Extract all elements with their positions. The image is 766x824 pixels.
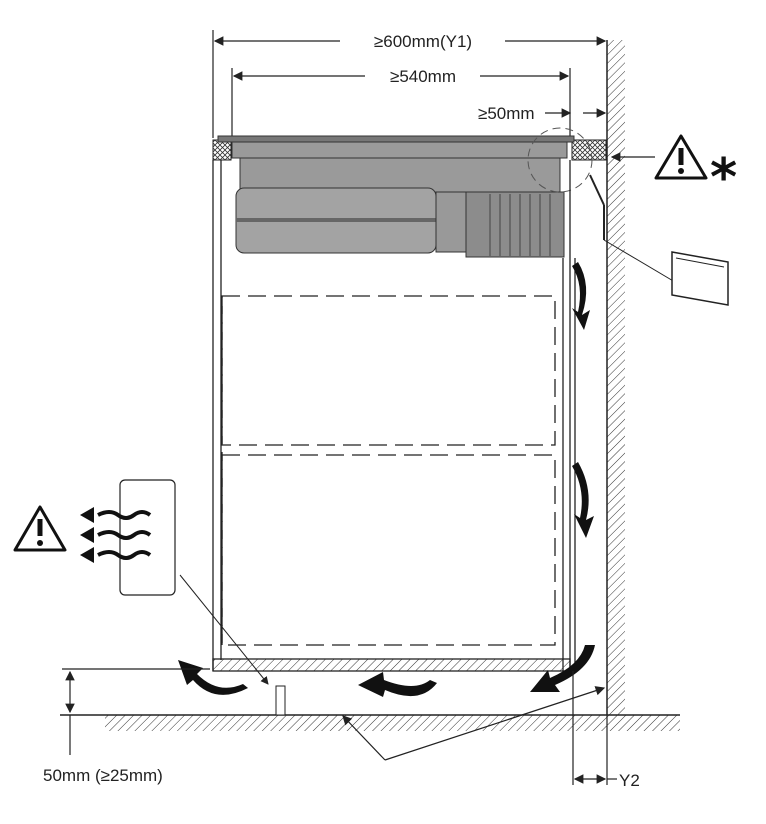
asterisk-mark: * (710, 148, 737, 208)
dimension-y2-label: Y2 (619, 771, 640, 790)
dimension-floor-gap (62, 668, 210, 755)
leader-lines (342, 686, 606, 761)
hob-unit (231, 127, 593, 258)
wall (606, 40, 625, 715)
left-warning-triangle-icon (13, 505, 67, 552)
dimension-floor-gap-label: 50mm (≥25mm) (43, 766, 163, 785)
dimension-inner (231, 68, 571, 140)
floor (60, 685, 680, 731)
cabinet (212, 160, 576, 672)
vent-panel-icon (671, 251, 729, 306)
dimension-y1-label: ≥600mm(Y1) (374, 32, 472, 51)
dimension-inner-label: ≥540mm (390, 67, 456, 86)
warning-triangle-icon (654, 134, 708, 180)
dimension-rear-gap-label: ≥50mm (478, 104, 535, 123)
kickboard-vent (80, 479, 269, 685)
dimension-y1 (212, 30, 607, 138)
airflow-arrows (178, 262, 595, 697)
vent-flap (589, 174, 681, 286)
dimension-y2 (572, 671, 617, 785)
